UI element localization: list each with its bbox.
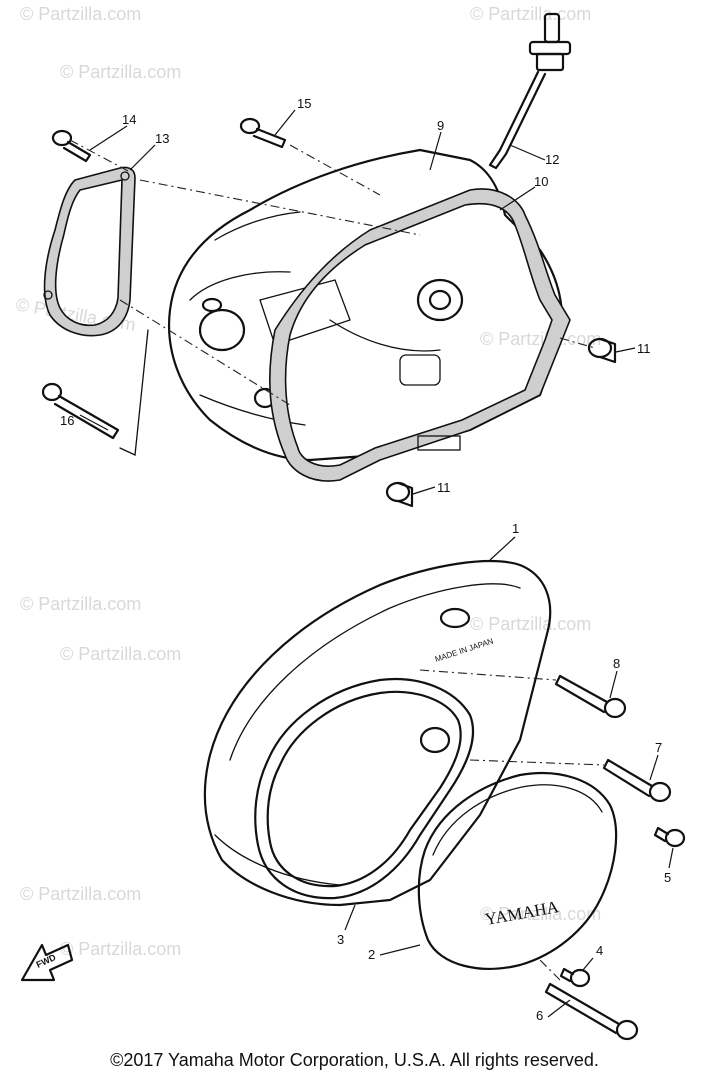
callout-4: 4 <box>596 943 603 958</box>
callout-9: 9 <box>437 118 444 133</box>
dowel-pins-11 <box>385 337 617 508</box>
watermark: © Partzilla.com <box>480 329 601 349</box>
copyright-notice: ©2017 Yamaha Motor Corporation, U.S.A. A… <box>110 1050 599 1070</box>
watermark: © Partzilla.com <box>60 644 181 664</box>
callout-10: 10 <box>534 174 548 189</box>
callout-5: 5 <box>664 870 671 885</box>
callout-7: 7 <box>655 740 662 755</box>
watermark: © Partzilla.com <box>20 594 141 614</box>
callout-6: 6 <box>536 1008 543 1023</box>
callout-14: 14 <box>122 112 136 127</box>
yamaha-logo-text: YAMAHA <box>483 897 560 929</box>
callout-16: 16 <box>60 413 74 428</box>
screw-16 <box>41 382 120 440</box>
screw-5 <box>653 826 686 848</box>
callout-11b: 11 <box>437 480 451 495</box>
leader-lines <box>79 109 674 1018</box>
screw-4 <box>559 967 591 988</box>
watermark: © Partzilla.com <box>60 62 181 82</box>
gasket-10 <box>269 188 571 482</box>
callout-12: 12 <box>545 152 559 167</box>
callout-11a: 11 <box>637 341 651 356</box>
callout-15: 15 <box>297 96 311 111</box>
watermark-layer: © Partzilla.com © Partzilla.com © Partzi… <box>14 4 601 959</box>
callout-13: 13 <box>155 131 169 146</box>
crankcase-cover-1: MADE IN JAPAN <box>203 560 552 907</box>
screw-15 <box>239 117 287 149</box>
bolt-8 <box>554 674 627 719</box>
callout-8: 8 <box>613 656 620 671</box>
watermark: © Partzilla.com <box>470 4 591 24</box>
callout-3: 3 <box>337 932 344 947</box>
callout-1: 1 <box>512 521 519 536</box>
watermark: © Partzilla.com <box>480 904 601 924</box>
screw-14 <box>51 129 92 163</box>
magneto-cover-2: YAMAHA <box>417 771 618 970</box>
gasket-13 <box>43 166 136 337</box>
watermark: © Partzilla.com <box>60 939 181 959</box>
watermark: © Partzilla.com <box>470 614 591 634</box>
made-in-japan-text: MADE IN JAPAN <box>434 637 495 664</box>
watermark: © Partzilla.com <box>20 4 141 24</box>
oil-filler-cap-12 <box>488 12 572 170</box>
watermark: © Partzilla.com <box>20 884 141 904</box>
callout-2: 2 <box>368 947 375 962</box>
bolt-7 <box>602 758 672 803</box>
gasket-3 <box>254 678 475 900</box>
bolt-6 <box>544 982 639 1041</box>
callout-labels: 14 13 15 9 12 10 11 11 16 1 8 7 5 3 2 4 … <box>60 96 671 1023</box>
